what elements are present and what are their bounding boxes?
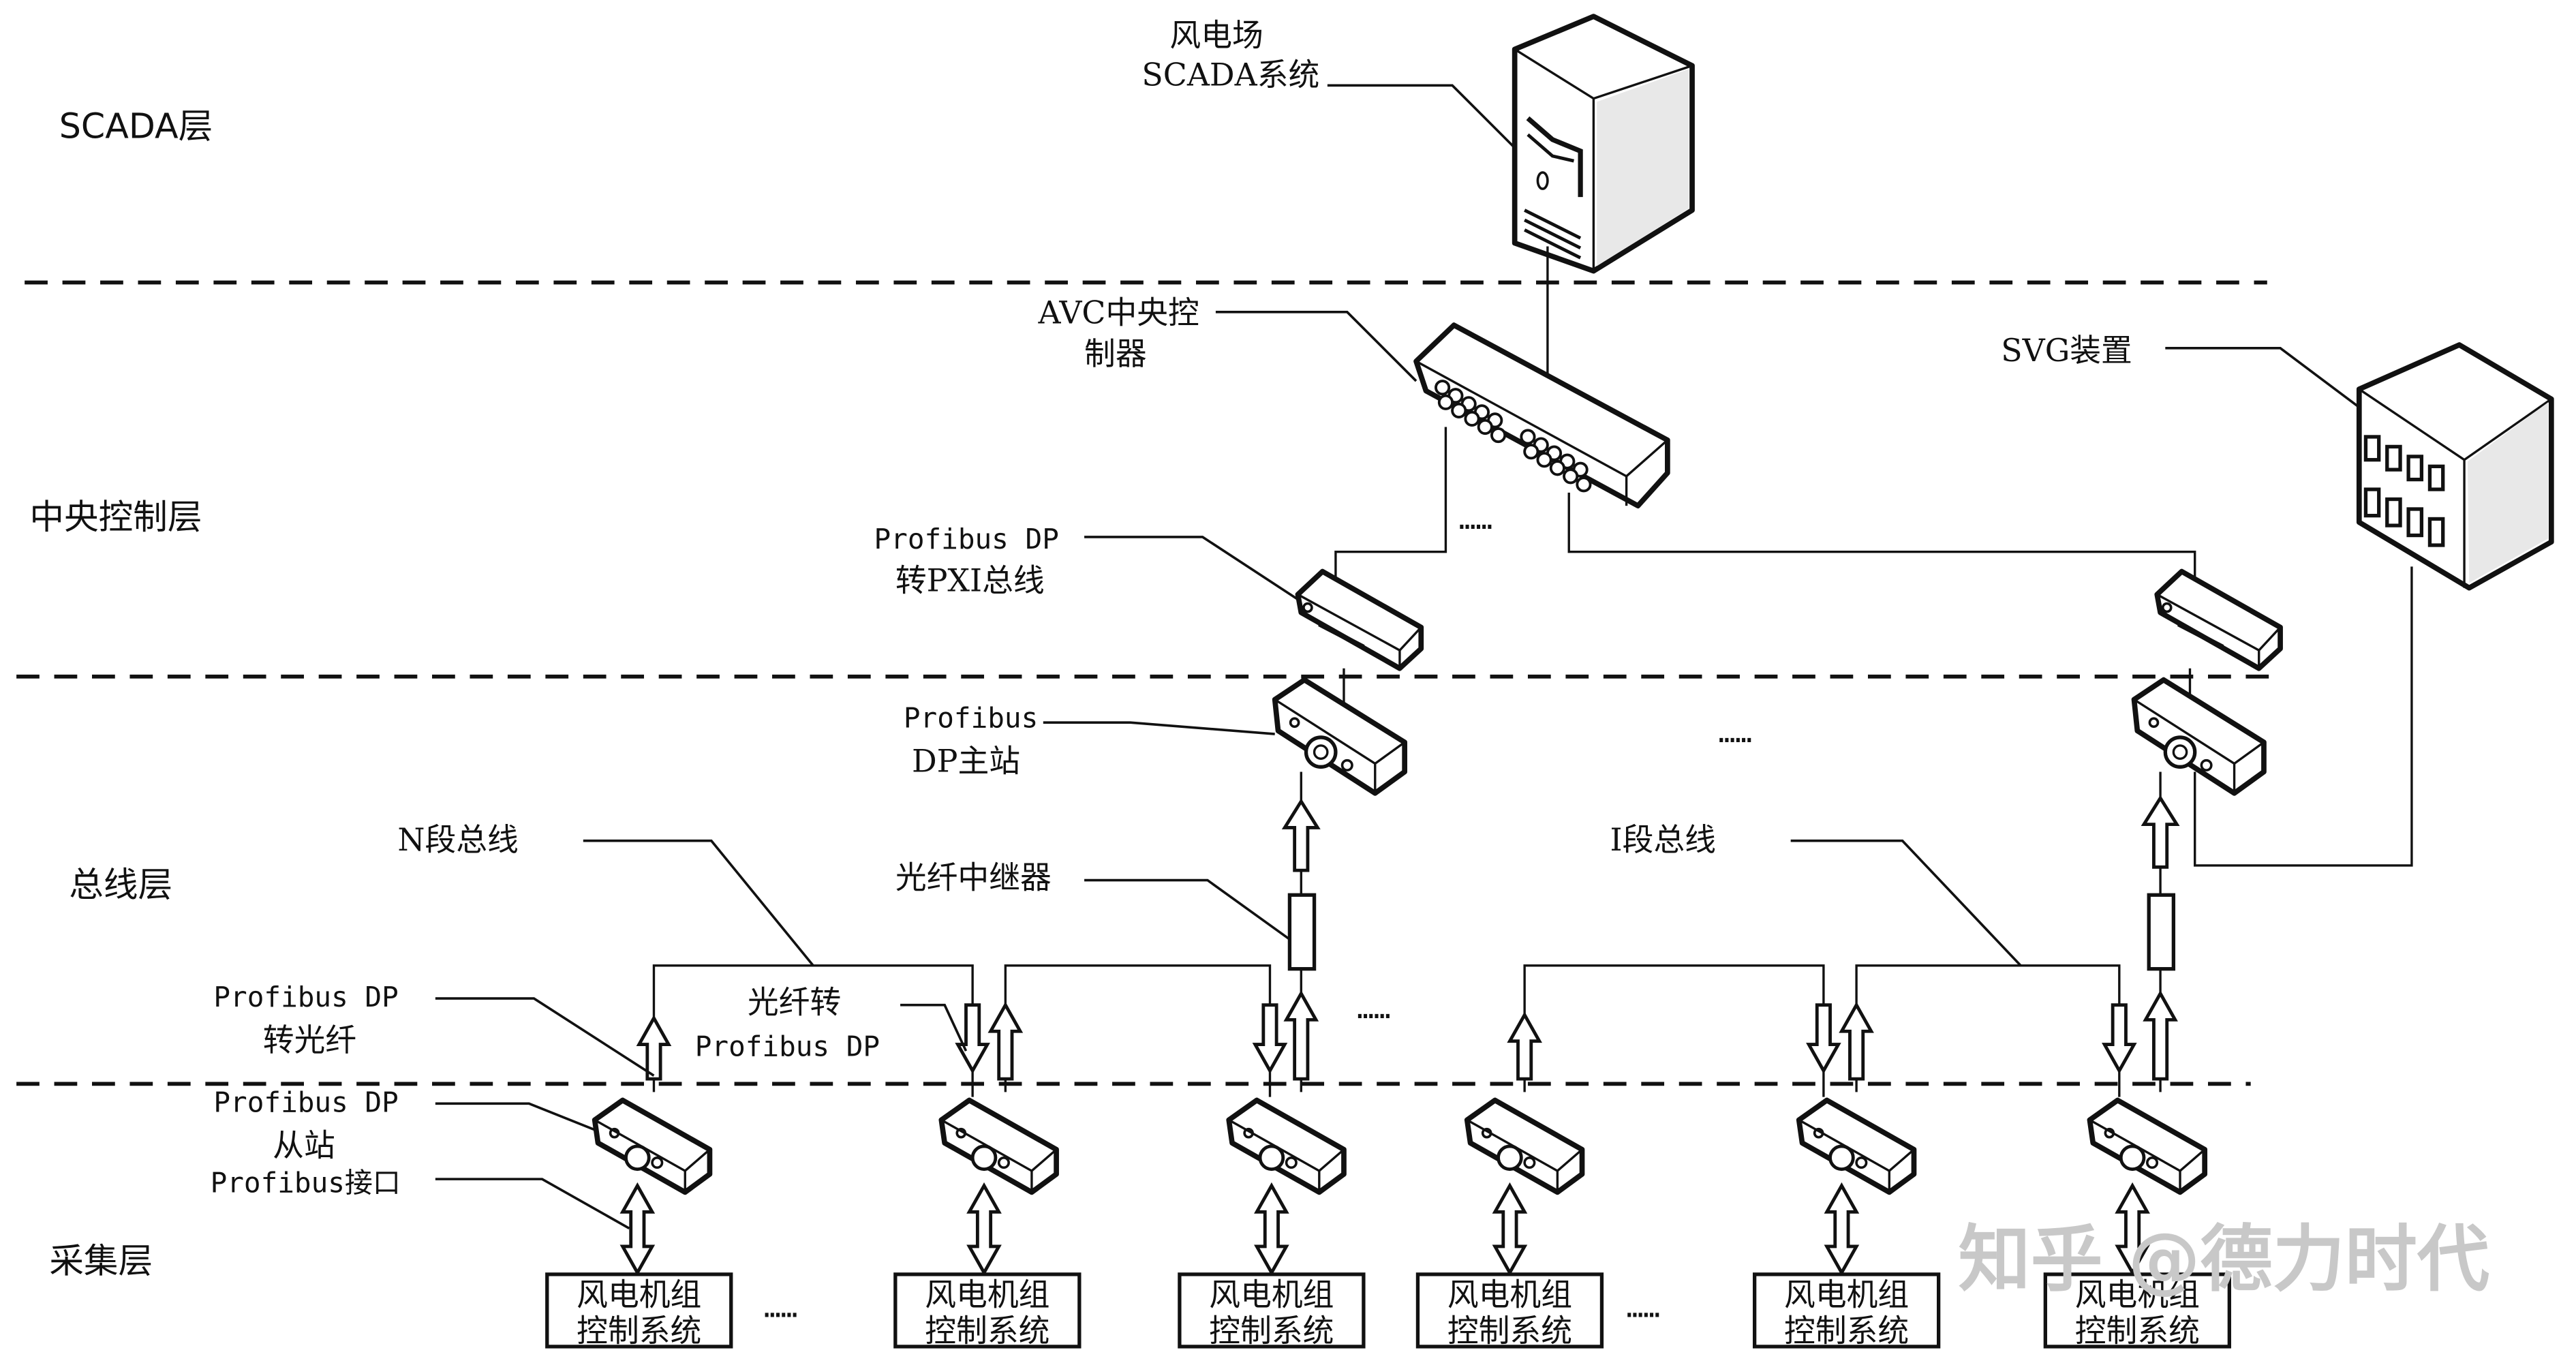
down-arrow-icon [955, 1003, 990, 1097]
svg-device-icon [2356, 342, 2554, 591]
dp-master-1-icon [1272, 677, 1408, 796]
label-scada-system-2: SCADA系统 [1141, 56, 1319, 93]
turbine-label-line1: 风电机组 [925, 1276, 1049, 1313]
leader-avc [1215, 311, 1417, 382]
label-dp-slave-1: Profibus DP [213, 1086, 398, 1118]
leader-svg-device [2165, 347, 2360, 409]
dp-slave-station-icon [1796, 1097, 1917, 1276]
leader-dp-slave [435, 1102, 596, 1131]
ellipsis-bus: …… [1357, 992, 1390, 1025]
layer-label-acquisition: 采集层 [49, 1240, 153, 1281]
leader-scada-system [1327, 84, 1516, 149]
slave-stations [592, 1097, 2208, 1276]
link-svg-to-master-2 [2194, 566, 2413, 867]
bidirectional-arrow-icon [619, 1182, 656, 1276]
bidirectional-arrow-icon [1824, 1182, 1860, 1276]
label-avc-2: 制器 [1084, 335, 1147, 372]
up-arrow-icon [1283, 990, 1319, 1092]
layer-label-central: 中央控制层 [29, 497, 202, 537]
dp-slave-station-icon [938, 1097, 1059, 1276]
up-arrow-icon [1507, 1011, 1542, 1092]
label-avc-1: AVC中央控 [1038, 294, 1199, 331]
turbine-label-line1: 风电机组 [1209, 1276, 1334, 1313]
label-dp-to-fiber-1: Profibus DP [213, 981, 398, 1013]
bidirectional-arrow-icon [1492, 1182, 1528, 1276]
turbine-label-line1: 风电机组 [2075, 1276, 2200, 1313]
label-n-bus: N段总线 [397, 821, 518, 858]
dp-master-2-icon [2131, 677, 2267, 796]
label-svg-device: SVG装置 [2001, 332, 2132, 369]
leader-fiber-repeater [1084, 878, 1291, 940]
leader-n-bus [583, 839, 814, 967]
label-dp-master-1: Profibus [904, 701, 1038, 734]
up-arrow-icon [636, 1015, 672, 1092]
turbine-label-line2: 控制系统 [925, 1313, 1049, 1349]
label-dp-to-fiber-2: 转光纤 [263, 1022, 356, 1058]
turbine-label-line2: 控制系统 [1784, 1313, 1909, 1349]
label-dp-master-2: DP主站 [912, 743, 1020, 780]
n-bus-lines [652, 964, 1272, 1030]
ellipsis-turbines-1: …… [764, 1291, 797, 1324]
fiber-repeater-2-icon [2147, 893, 2176, 971]
up-arrow-icon [1839, 1001, 1874, 1092]
down-arrow-icon [1252, 1003, 1288, 1097]
link-avc-to-converter-2 [1567, 492, 2196, 616]
label-profibus-interface: Profibus接口 [211, 1166, 401, 1199]
turbine-label-line2: 控制系统 [2075, 1313, 2200, 1349]
turbine-label-line1: 风电机组 [1784, 1276, 1909, 1313]
i-bus-lines [1523, 964, 2121, 1020]
down-arrow-icon [2102, 1003, 2137, 1097]
scada-server-icon [1512, 14, 1695, 274]
dp-pxi-converter-1-icon [1295, 568, 1424, 671]
turbine-label-line2: 控制系统 [1447, 1313, 1572, 1349]
label-dp-slave-2: 从站 [273, 1127, 335, 1163]
leader-dp-pxi [1084, 536, 1299, 601]
fiber-repeater-1-icon [1287, 893, 1317, 971]
up-arrow-icon [987, 1001, 1024, 1092]
label-scada-system-1: 风电场 [1169, 16, 1263, 53]
dp-slave-station-icon [1464, 1097, 1585, 1276]
label-dp-pxi-1: Profibus DP [874, 523, 1059, 555]
bidirectional-arrow-icon [966, 1182, 1002, 1276]
dp-slave-station-icon [1226, 1097, 1347, 1276]
leader-i-bus [1790, 839, 2022, 967]
ellipsis-central: …… [1459, 503, 1492, 536]
watermark: 知乎 @德力时代 [1959, 1218, 2489, 1302]
leader-fiber-to-dp [900, 1003, 968, 1052]
leader-dp-to-fiber [435, 997, 655, 1077]
label-fiber-to-dp-2: Profibus DP [695, 1030, 880, 1062]
leader-dp-master [1043, 721, 1275, 735]
bidirectional-arrow-icon [1254, 1182, 1289, 1276]
dp-slave-station-icon [592, 1097, 713, 1276]
uplink-arrow-2-icon [2141, 771, 2180, 895]
label-fiber-repeater: 光纤中继器 [895, 859, 1052, 896]
turbine-label-line2: 控制系统 [1209, 1313, 1334, 1349]
bus-arrows [636, 990, 2178, 1097]
turbine-label-line2: 控制系统 [577, 1313, 701, 1349]
turbine-label-line1: 风电机组 [1447, 1276, 1572, 1313]
ellipsis-turbines-2: …… [1627, 1291, 1660, 1324]
leader-profibus-interface [435, 1178, 630, 1229]
dp-pxi-converter-2-icon [2154, 568, 2283, 671]
up-arrow-icon [2143, 990, 2178, 1092]
turbine-label-line1: 风电机组 [577, 1276, 701, 1313]
label-i-bus: I段总线 [1610, 821, 1715, 858]
layer-label-scada: SCADA层 [59, 106, 213, 146]
label-fiber-to-dp-1: 光纤转 [748, 984, 841, 1021]
uplink-arrow-1-icon [1281, 771, 1321, 895]
avc-controller-switch-icon [1413, 322, 1670, 509]
ellipsis-masters: …… [1719, 716, 1752, 749]
turbine-control-systems: 风电机组控制系统风电机组控制系统风电机组控制系统风电机组控制系统风电机组控制系统… [545, 1272, 2231, 1349]
label-dp-pxi-2: 转PXI总线 [895, 562, 1045, 598]
layer-label-bus: 总线层 [69, 865, 172, 905]
down-arrow-icon [1806, 1003, 1841, 1097]
